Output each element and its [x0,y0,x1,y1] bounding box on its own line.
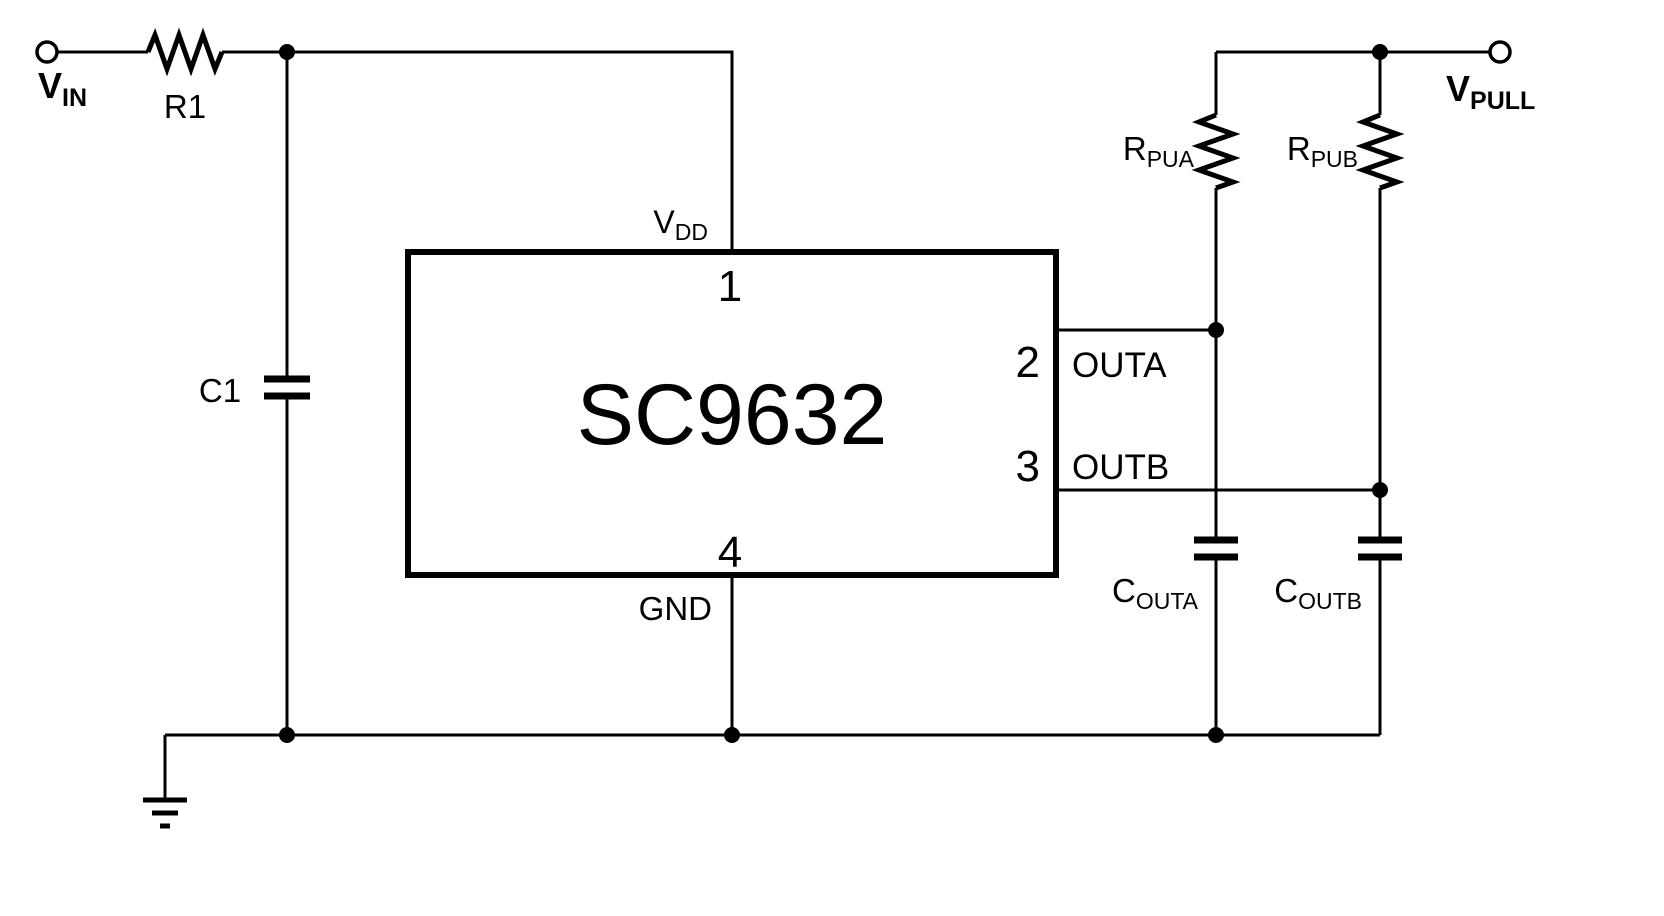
r1-label: R1 [164,88,206,125]
junction-dot-vpull-node [1372,44,1388,60]
ground-symbol [143,797,187,829]
pin1-number: 1 [718,262,742,311]
junction-dot-c1-ground [279,727,295,743]
couta-label-main: C [1112,572,1136,609]
rpub-label: RPUB [1287,130,1358,172]
vin-label-main: V [38,65,62,106]
junction-dot-gnd-pin [724,727,740,743]
junction-dot-outa-node [1208,322,1224,338]
pin2-number: 2 [1016,338,1040,387]
couta-label: COUTA [1112,572,1199,614]
vdd-label: VDD [653,204,708,245]
vin-terminal [35,40,59,64]
outa-label: OUTA [1072,346,1167,385]
couta-label-sub: OUTA [1136,588,1199,614]
vin-label: VIN [38,65,87,112]
junction-dot-vin-node [279,44,295,60]
rpua-label-sub: PUA [1147,146,1195,172]
ic-body [405,249,1059,578]
rpua-label: RPUA [1123,130,1195,172]
wire-r1-to-vdd-pin [222,50,734,252]
pin4-number: 4 [718,528,742,577]
r1-resistor [145,27,225,77]
pin3-number: 3 [1016,442,1040,491]
junction-dot-couta-ground [1208,727,1224,743]
rpub-label-sub: PUB [1311,146,1358,172]
vpull-label: VPULL [1446,68,1535,115]
coutb-label-main: C [1274,572,1298,609]
coutb-label: COUTB [1274,572,1362,614]
ic-part-number: SC9632 [577,367,888,463]
outb-label: OUTB [1072,448,1169,487]
rpua-resistor [1191,112,1241,191]
vdd-label-sub: DD [675,219,708,245]
vin-label-sub: IN [62,84,87,112]
junction-dot-outb-node [1372,482,1388,498]
gnd-label: GND [639,590,712,627]
vpull-label-sub: PULL [1470,87,1535,115]
coutb-label-sub: OUTB [1298,588,1362,614]
c1-label: C1 [199,372,241,409]
rpub-label-main: R [1287,130,1311,167]
rpub-resistor [1355,112,1405,191]
vpull-terminal [1488,40,1512,64]
vdd-label-main: V [653,204,675,240]
rpua-label-main: R [1123,130,1147,167]
vpull-label-main: V [1446,68,1470,109]
